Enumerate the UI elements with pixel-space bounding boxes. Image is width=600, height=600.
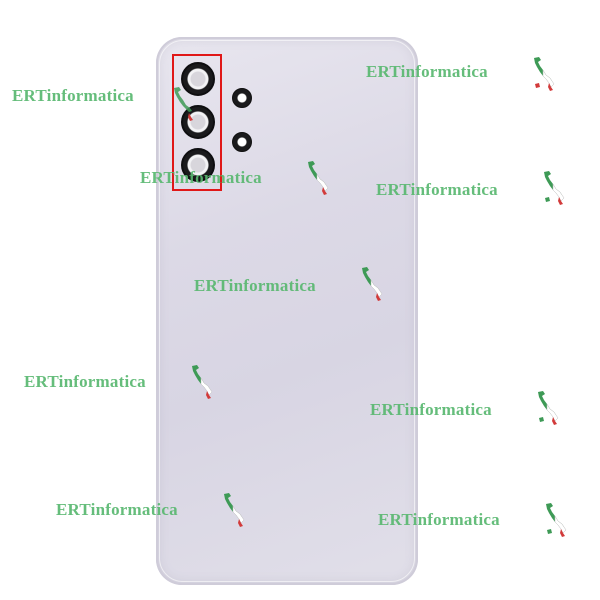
- italy-map-icon: [544, 171, 565, 205]
- italy-map-icon: [534, 57, 555, 91]
- small-sensor-icon: [232, 132, 252, 152]
- watermark-text: ERTinformatica: [366, 62, 488, 81]
- italy-map-icon: [174, 87, 193, 121]
- italy-map-icon: [224, 493, 245, 527]
- watermark-text: ERTinformatica: [378, 510, 500, 529]
- camera-lens-middle: [181, 105, 215, 139]
- italy-map-icon: [362, 267, 383, 301]
- italy-map-icon: [538, 391, 559, 425]
- watermark-text: ERTinformatica: [194, 276, 316, 295]
- watermark-text: ERTinformatica: [24, 372, 146, 391]
- camera-lens-bottom: [181, 148, 215, 182]
- camera-lens-top: [181, 62, 215, 96]
- italy-map-icon: [192, 365, 213, 399]
- watermark-text: ERTinformatica: [370, 400, 492, 419]
- watermark-text: ERTinformatica: [376, 180, 498, 199]
- watermark-text: ERTinformatica: [56, 500, 178, 519]
- watermark-text: ERTinformatica: [12, 86, 134, 105]
- italy-map-icon: [308, 161, 329, 195]
- camera-highlight-box: [172, 54, 222, 191]
- flash-icon: [232, 88, 252, 108]
- italy-map-icon: [546, 503, 567, 537]
- watermark-text: ERTinformatica: [140, 168, 262, 187]
